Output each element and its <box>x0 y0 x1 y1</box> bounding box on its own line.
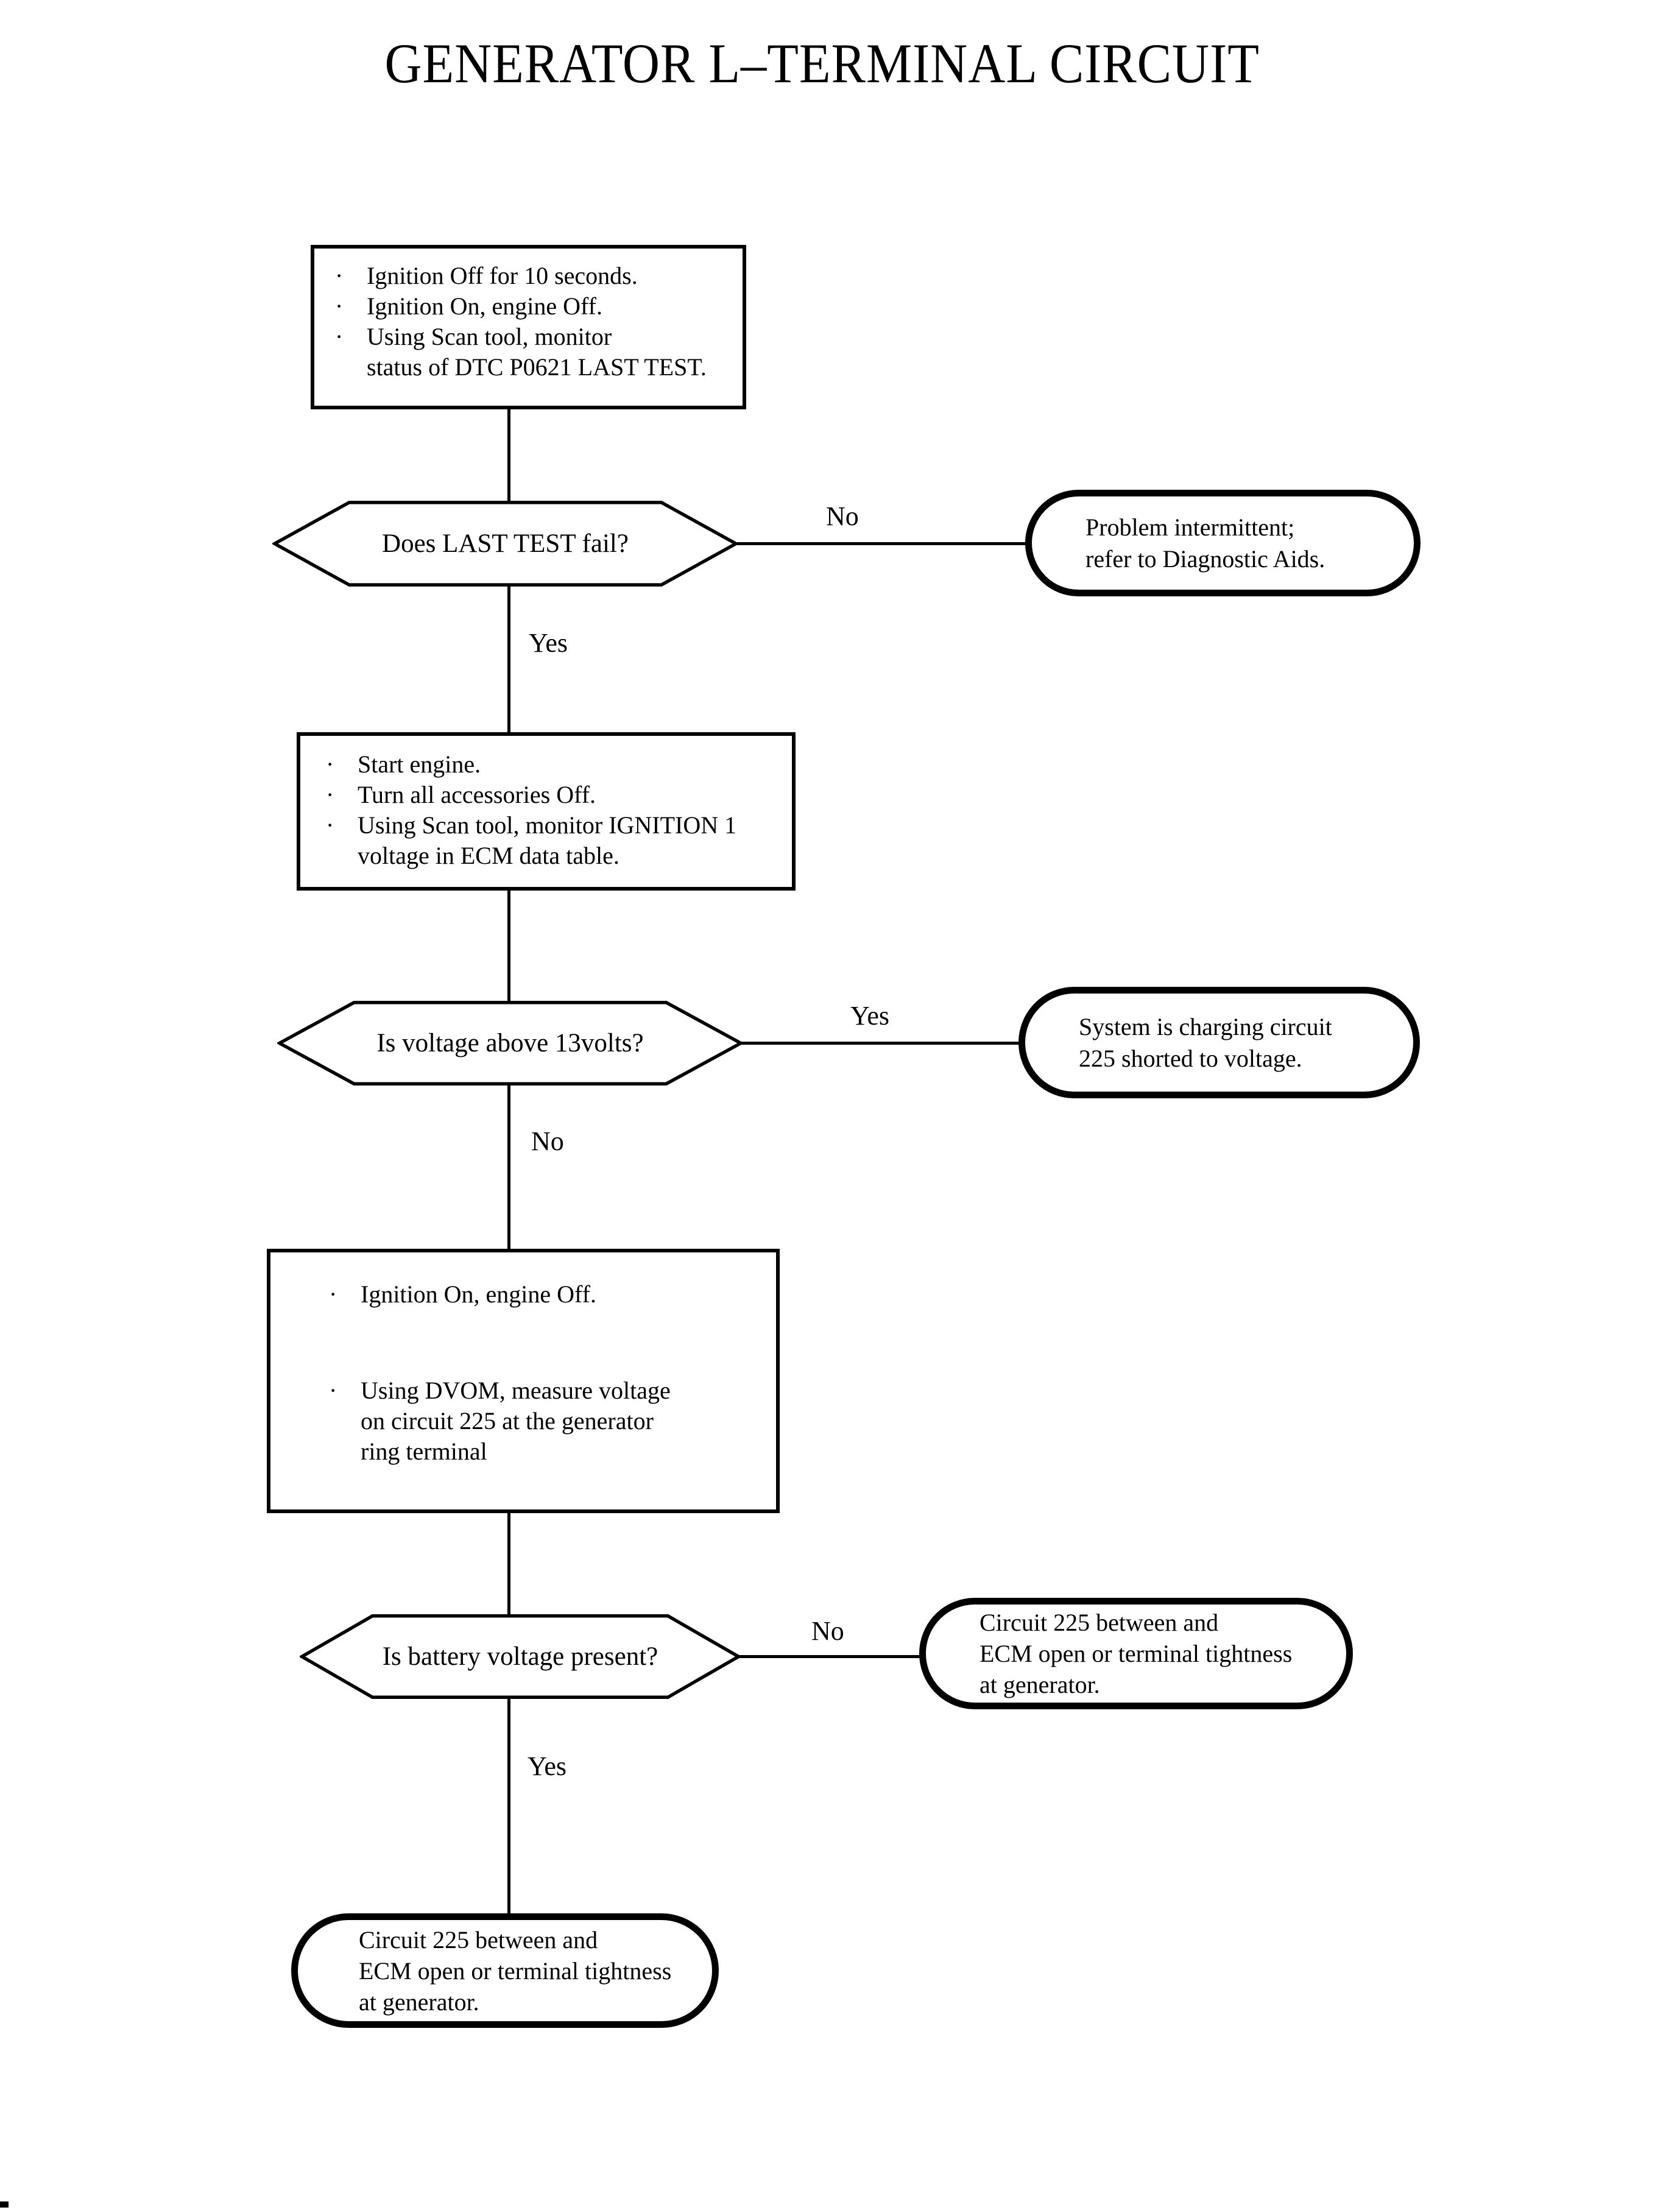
line-gap <box>325 1310 765 1375</box>
process-line-text: Ignition Off for 10 seconds. <box>367 262 638 289</box>
process-line-text: on circuit 225 at the generator <box>361 1407 654 1435</box>
bullet-dot-icon: · <box>329 1280 337 1308</box>
page-title-text: GENERATOR L–TERMINAL CIRCUIT <box>384 32 1260 94</box>
bullet-dot-icon: · <box>335 262 344 289</box>
edge-label-yes: Yes <box>529 628 568 658</box>
page-title: GENERATOR L–TERMINAL CIRCUIT <box>0 34 1645 93</box>
terminal-circuit-open-bottom: Circuit 225 between and ECM open or term… <box>291 1913 719 2028</box>
decision-question: Is battery voltage present? <box>382 1642 658 1671</box>
connector-line <box>742 1042 1020 1045</box>
edge-label-no: No <box>531 1126 564 1156</box>
decision-question: Is voltage above 13volts? <box>376 1029 644 1057</box>
process-line-text: Turn all accessories Off. <box>358 781 596 808</box>
bullet-dot-icon: · <box>326 781 334 808</box>
continuation-line: voltage in ECM data table. <box>322 841 781 871</box>
bullet-dot-icon: · <box>335 292 344 320</box>
edge-label-yes: Yes <box>850 1001 890 1031</box>
terminal-line-text: at generator. <box>359 1988 479 2016</box>
hexagon-shape <box>277 1001 743 1086</box>
bullet-dot-icon: · <box>326 750 334 778</box>
process-line-text: status of DTC P0621 LAST TEST. <box>367 353 707 381</box>
terminal-line-text: 225 shorted to voltage. <box>1079 1044 1302 1072</box>
connector-line <box>507 1512 510 1615</box>
decision-last-test: Does LAST TEST fail? <box>272 501 738 587</box>
connector-line <box>507 585 510 733</box>
bullet-line: · Ignition On, engine Off. <box>325 1279 765 1310</box>
hexagon-shape <box>300 1614 741 1699</box>
process-line-text: Ignition On, engine Off. <box>367 292 602 320</box>
continuation-line: ring terminal <box>325 1436 765 1467</box>
connector-line <box>507 1698 510 1915</box>
process-box-dvom-measure: · Ignition On, engine Off. · Using DVOM,… <box>267 1249 780 1513</box>
terminal-line-text: System is charging circuit <box>1079 1012 1332 1040</box>
connector-line <box>507 889 510 1002</box>
connector-line <box>507 408 510 502</box>
process-box-scan-test: · Ignition Off for 10 seconds. · Ignitio… <box>311 245 746 409</box>
bullet-line: · Start engine. <box>322 749 781 780</box>
bullet-line: · Ignition Off for 10 seconds. <box>331 261 732 291</box>
terminal-line-text: Circuit 225 between and <box>359 1926 598 1954</box>
edge-label-no: No <box>826 501 859 531</box>
bullet-dot-icon: · <box>335 323 344 350</box>
process-line-text: Using DVOM, measure voltage <box>361 1377 671 1404</box>
bullet-line: · Using DVOM, measure voltage <box>325 1375 765 1406</box>
bullet-line: · Turn all accessories Off. <box>322 780 781 810</box>
bullet-line: · Using Scan tool, monitor <box>331 322 732 352</box>
connector-line <box>737 542 1026 545</box>
continuation-line: status of DTC P0621 LAST TEST. <box>331 352 732 383</box>
bullet-dot-icon: · <box>326 811 334 839</box>
decision-question: Does LAST TEST fail? <box>382 529 629 558</box>
connector-line <box>507 1084 510 1250</box>
connector-line <box>739 1655 920 1658</box>
process-line-text: Ignition On, engine Off. <box>361 1280 596 1308</box>
process-line-text: voltage in ECM data table. <box>358 842 619 869</box>
terminal-line-text: Circuit 225 between and <box>979 1609 1219 1636</box>
process-box-ignition1-voltage: · Start engine. · Turn all accessories O… <box>297 732 796 891</box>
process-line-text: Using Scan tool, monitor <box>367 323 612 350</box>
terminal-line-text: ECM open or terminal tightness <box>359 1957 672 1985</box>
terminal-circuit-open-right: Circuit 225 between and ECM open or term… <box>919 1598 1353 1709</box>
hexagon-shape <box>272 501 738 587</box>
process-line-text: Start engine. <box>358 750 481 778</box>
terminal-problem-intermittent: Problem intermittent; refer to Diagnosti… <box>1025 490 1421 596</box>
process-line-text: Using Scan tool, monitor IGNITION 1 <box>358 811 737 839</box>
decision-battery-voltage: Is battery voltage present? <box>300 1614 741 1699</box>
terminal-line-text: ECM open or terminal tightness <box>979 1640 1293 1667</box>
bullet-line: · Using Scan tool, monitor IGNITION 1 <box>322 810 781 841</box>
terminal-line-text: refer to Diagnostic Aids. <box>1085 545 1325 573</box>
continuation-line: on circuit 225 at the generator <box>325 1406 765 1436</box>
scan-artifact <box>0 2201 9 2208</box>
bullet-line: · Ignition On, engine Off. <box>331 291 732 322</box>
process-line-text: ring terminal <box>361 1438 487 1465</box>
edge-label-yes: Yes <box>528 1751 567 1781</box>
decision-voltage-above-13: Is voltage above 13volts? <box>277 1001 743 1086</box>
terminal-circuit-shorted: System is charging circuit 225 shorted t… <box>1018 987 1420 1098</box>
bullet-dot-icon: · <box>329 1377 337 1404</box>
terminal-line-text: at generator. <box>979 1671 1100 1698</box>
edge-label-no: No <box>811 1616 844 1646</box>
terminal-line-text: Problem intermittent; <box>1085 513 1295 541</box>
